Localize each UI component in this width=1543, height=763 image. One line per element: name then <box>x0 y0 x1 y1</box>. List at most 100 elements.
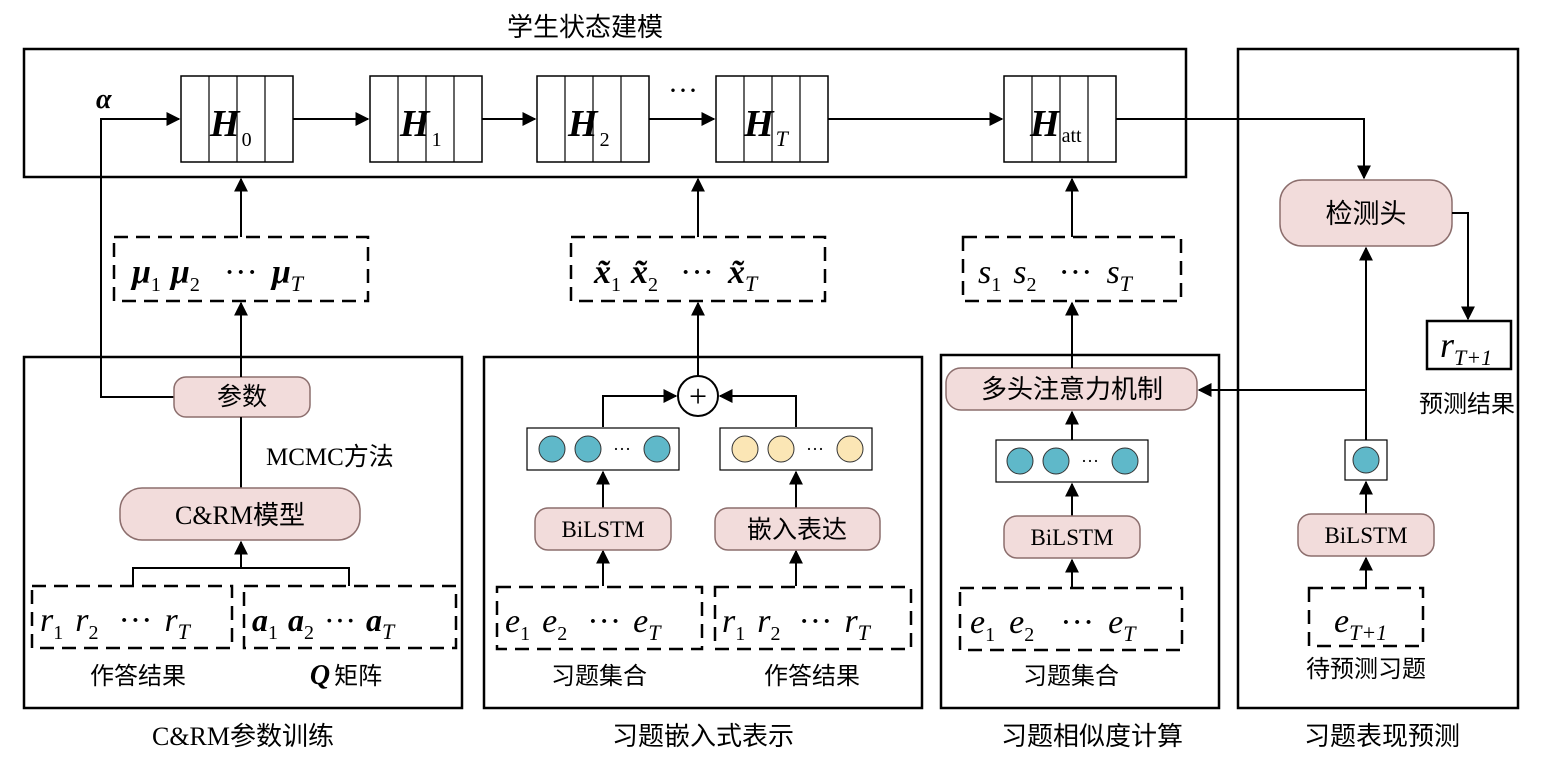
sim-panel-caption: 习题相似度计算 <box>1001 722 1183 751</box>
mu-1-sub: 1 <box>151 274 161 296</box>
h2-sub: 2 <box>600 129 610 151</box>
sim-et-sub: T <box>1123 621 1137 646</box>
embed-e2-sub: 2 <box>557 623 567 645</box>
s-1-sub: 1 <box>991 274 1001 296</box>
sequence-to-state-arrows <box>234 177 1079 237</box>
pred-bilstm-pill <box>1297 513 1435 557</box>
mu-sequence-box <box>112 235 370 303</box>
q-letter: Q <box>310 660 330 691</box>
mcmc-label: MCMC方法 <box>266 443 394 471</box>
embed-rt-main: r <box>844 603 858 640</box>
mu-2-main: μ <box>169 254 190 291</box>
cr-rt-main: r <box>164 602 178 639</box>
vector-node-icon <box>538 435 566 463</box>
embed-r1-main: r <box>722 603 736 640</box>
state-modeling-box <box>22 47 1188 179</box>
embed-answer-caption: 作答结果 <box>764 663 860 690</box>
embed-et-main: e <box>633 603 648 640</box>
detection-head-label: 检测头 <box>1326 199 1407 229</box>
h2-main: H <box>567 103 599 145</box>
s-1-main: s <box>978 254 991 291</box>
x-2-sub: 2 <box>648 274 658 296</box>
x-t-main: x̃ <box>727 254 745 291</box>
sim-exercise-caption: 习题集合 <box>1023 663 1119 690</box>
result-caption: 预测结果 <box>1419 391 1515 418</box>
pred-e-sub: T+1 <box>1349 620 1387 645</box>
head-to-result-arrow <box>1452 212 1475 321</box>
embed-up-arrows <box>596 470 803 586</box>
state-modeling-title: 学生状态建模 <box>507 13 663 42</box>
sim-et-main: e <box>1108 604 1123 641</box>
cr-r1-main: r <box>40 602 54 639</box>
pred-e-main: e <box>1334 603 1349 640</box>
cr-at-main: a <box>366 602 382 638</box>
mu-1-main: μ <box>130 254 151 291</box>
vector-node-icon <box>836 435 864 463</box>
attention-label: 多头注意力机制 <box>981 375 1163 404</box>
mu-t-main: μ <box>270 254 291 291</box>
vector-node-icon <box>1111 447 1139 475</box>
cr-rt-sub: T <box>178 619 192 644</box>
alpha-path <box>100 112 181 398</box>
h0-sub: 0 <box>242 129 252 151</box>
sim-panel <box>939 353 1221 710</box>
embed-merge-arrows <box>602 389 797 427</box>
cr-model-pill <box>119 487 361 541</box>
cr-input-merge <box>132 540 350 586</box>
embed-panel <box>482 355 924 710</box>
embed-r2-sub: 2 <box>770 623 780 645</box>
embed-blue-dots: ··· <box>613 439 631 459</box>
vector-node-icon <box>1042 447 1070 475</box>
h1-main: H <box>399 103 431 145</box>
svg-text:Q矩阵: Q矩阵 <box>310 660 382 691</box>
embed-rt-sub: T <box>858 620 872 645</box>
cr-model-label: C&RM模型 <box>175 501 305 530</box>
result-box <box>1425 319 1513 371</box>
cr-a1-main: a <box>252 602 268 638</box>
sim-e2-sub: 2 <box>1024 624 1034 646</box>
svg-text:eT+1: eT+1 <box>1334 603 1387 645</box>
cr-at-sub: T <box>382 619 396 644</box>
s-sequence-box <box>961 235 1183 303</box>
cr-a2-main: a <box>288 602 304 638</box>
cr-panel-caption: C&RM参数训练 <box>152 722 334 751</box>
embed-et-sub: T <box>648 620 662 645</box>
embed-r-sequence-box <box>713 585 913 651</box>
svg-text:HT: HT <box>743 103 790 151</box>
vector-node-icon <box>731 435 759 463</box>
sim-e1-main: e <box>970 604 985 641</box>
sim-bilstm-pill <box>1003 515 1141 559</box>
svg-text:x̃1x̃2···x̃T: x̃1x̃2···x̃T <box>593 254 759 296</box>
x-sequence-box <box>569 235 827 303</box>
embed-bilstm-pill <box>534 507 672 551</box>
vector-node-icon <box>767 435 795 463</box>
params-label: 参数 <box>217 383 267 411</box>
cr-a-sequence-box <box>242 584 458 650</box>
embed-e-ellipsis: ··· <box>587 603 621 640</box>
embed-expression-label: 嵌入表达 <box>747 516 847 544</box>
hatt-main: H <box>1029 103 1061 145</box>
embed-e1-main: e <box>505 603 520 640</box>
x-t-sub: T <box>745 271 759 296</box>
pred-panel-caption: 习题表现预测 <box>1304 722 1460 751</box>
x-ellipsis: ··· <box>680 254 714 291</box>
embed-e1-sub: 1 <box>520 623 530 645</box>
q-caption: 矩阵 <box>334 663 382 690</box>
embed-e2-main: e <box>542 603 557 640</box>
hidden-state-ht: HT <box>715 75 829 163</box>
vector-node-icon <box>574 435 602 463</box>
pred-bilstm-label: BiLSTM <box>1324 523 1407 548</box>
hidden-states-ellipsis: ··· <box>668 74 698 107</box>
cr-r-sequence-box <box>30 584 234 650</box>
embed-r2-main: r <box>757 603 771 640</box>
